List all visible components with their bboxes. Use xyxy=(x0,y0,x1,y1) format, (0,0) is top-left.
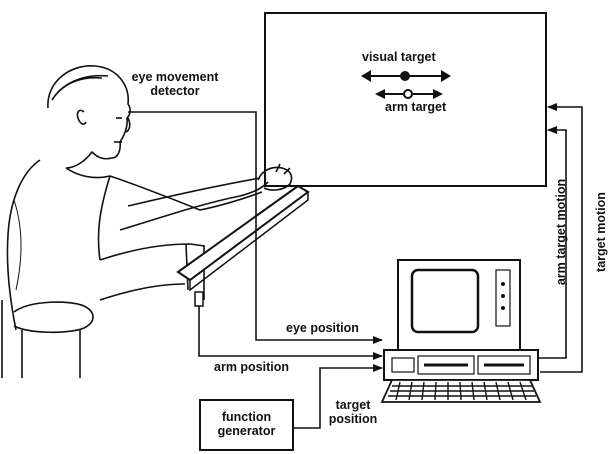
function-generator-label: function generator xyxy=(200,410,293,438)
eye-position-label: eye position xyxy=(286,321,359,335)
target-motion-line xyxy=(540,103,583,373)
arm-board xyxy=(176,184,310,307)
eye-movement-detector-label-line2: detector xyxy=(150,84,200,98)
arm-target-motion-label: arm target motion xyxy=(554,178,568,286)
display-screen xyxy=(264,12,547,187)
visual-target-label: visual target xyxy=(362,50,436,64)
target-position-label: target position xyxy=(322,398,384,426)
visual-target-marker xyxy=(361,70,451,82)
subject-figure xyxy=(1,65,293,378)
eye-movement-detector-label-line1: eye movement xyxy=(131,70,219,84)
eye-movement-detector-label: eye movement detector xyxy=(130,70,220,98)
function-generator-label-line2: generator xyxy=(217,424,276,438)
arm-target-label: arm target xyxy=(385,100,447,114)
target-position-label-line1: target xyxy=(335,398,371,412)
arm-target-marker xyxy=(375,89,443,99)
arm-target-motion-line xyxy=(538,126,567,359)
target-position-label-line2: position xyxy=(328,412,378,426)
target-motion-label: target motion xyxy=(594,192,608,272)
arm-position-line xyxy=(198,306,383,360)
eye-position-line xyxy=(128,111,383,344)
function-generator-box xyxy=(199,399,294,451)
function-generator-label-line1: function xyxy=(221,410,272,424)
arm-position-label: arm position xyxy=(214,360,290,374)
target-position-line xyxy=(293,364,383,429)
computer xyxy=(380,259,542,403)
